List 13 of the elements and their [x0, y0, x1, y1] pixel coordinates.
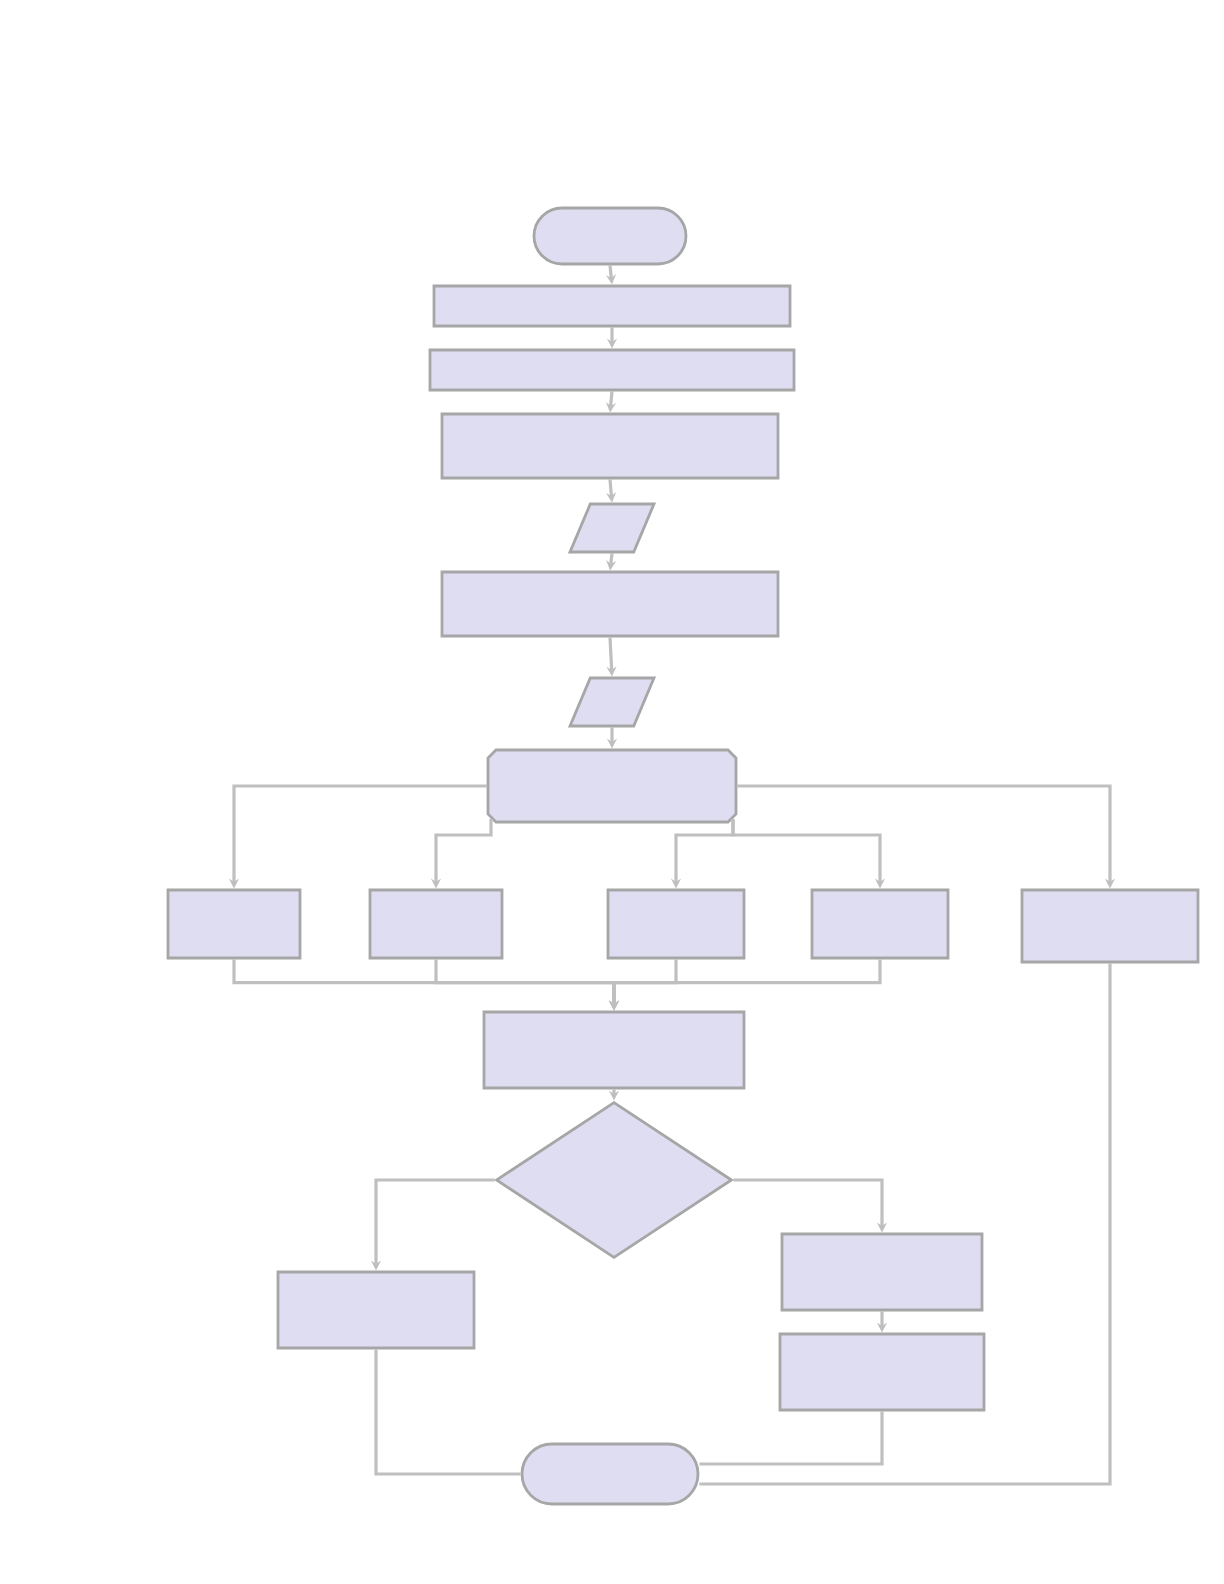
process-box — [428, 348, 796, 392]
process-box — [780, 1232, 984, 1312]
process-box — [440, 570, 780, 638]
process-box — [810, 888, 950, 960]
process-box — [166, 888, 302, 960]
process-box — [276, 1270, 476, 1350]
process-box — [1020, 888, 1200, 964]
process-box — [606, 888, 746, 960]
process-box — [440, 412, 780, 480]
process-box — [368, 888, 504, 960]
process-box — [482, 1010, 746, 1090]
process-box — [432, 284, 792, 328]
process-box — [778, 1332, 986, 1412]
